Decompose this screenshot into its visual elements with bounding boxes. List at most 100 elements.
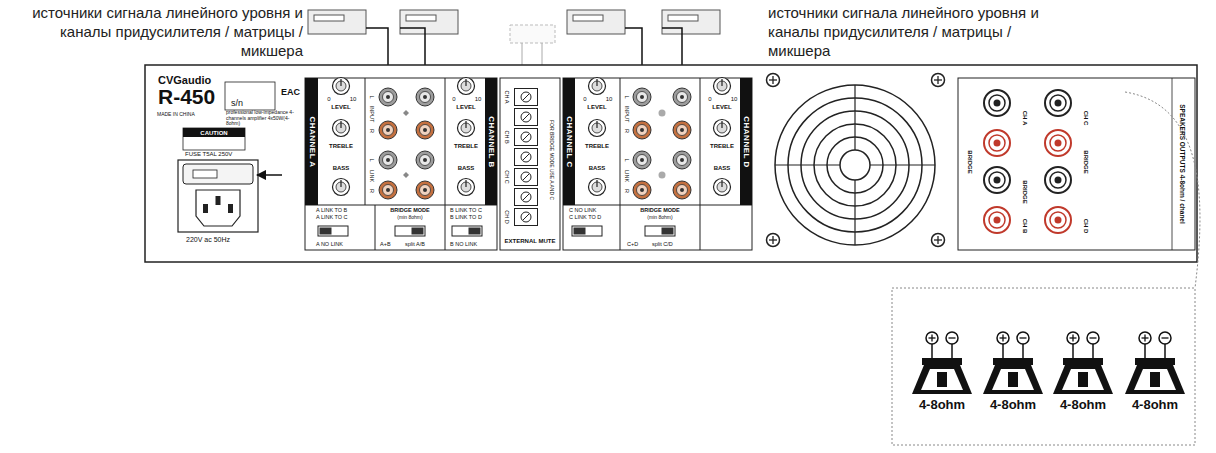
terminal-label: CH C [503, 170, 509, 183]
speaker-symbol [1123, 328, 1187, 398]
bass-knob [333, 179, 350, 196]
speaker-cone-inner [992, 369, 1034, 390]
screw [932, 74, 945, 87]
origin-label: MADE IN CHINA [157, 112, 195, 117]
slide-switch [572, 226, 602, 236]
serial-label: s/n [231, 99, 243, 108]
switch-slider [662, 228, 674, 235]
terminal-minus [1087, 332, 1099, 344]
speaker-dust-cap [937, 372, 947, 387]
rca-jack [379, 121, 397, 139]
switch-label: A NO LINK [316, 242, 343, 248]
speaker-wire [1144, 344, 1146, 358]
speaker: 4-8ohm [1123, 328, 1187, 416]
speaker-symbol [910, 328, 974, 398]
caution-label: CAUTION [200, 130, 227, 136]
rca-jack [416, 121, 434, 139]
panel-divider [563, 205, 752, 206]
level-knob [714, 78, 731, 95]
speaker: 4-8ohm [910, 328, 974, 416]
speaker-symbol [1051, 328, 1115, 398]
switch-label: C NO LINK [569, 208, 597, 214]
channel-panel [305, 78, 497, 250]
terminal-plus [926, 332, 938, 344]
source-note: источники сигнала линейного уровня и кан… [768, 4, 1068, 60]
treble-knob [333, 120, 350, 137]
output-label: CH B [1022, 219, 1028, 234]
jack-label: R [368, 189, 374, 193]
jack-label: INPUT [623, 106, 629, 123]
output-label: CH A [1022, 111, 1028, 125]
fan-hub [840, 150, 870, 180]
bridge-note: (min 8ohm) [397, 215, 422, 220]
speaker-cone [983, 365, 1043, 394]
panel-dot [403, 172, 409, 178]
mute-source [510, 25, 555, 43]
speaker-cone-inner [921, 369, 963, 390]
control-label: BASS [333, 165, 350, 171]
treble-knob [458, 120, 475, 137]
speaker-cone-inner [1062, 369, 1104, 390]
impedance-label: 4-8ohm [1051, 398, 1115, 411]
speaker-wire [1072, 344, 1074, 358]
source-slot [406, 15, 436, 21]
socket-pin [228, 204, 233, 213]
output-label: BRIDGE [1022, 180, 1028, 203]
slide-switch [395, 226, 425, 236]
treble-knob [714, 120, 731, 137]
impedance-label: 4-8ohm [1123, 398, 1187, 411]
terminal-plus [1139, 332, 1151, 344]
terminal-label: CH B [503, 130, 509, 143]
speaker-dust-cap [1150, 372, 1160, 387]
source-slot [314, 15, 344, 21]
rca-jack [673, 121, 691, 139]
rca-jack [633, 88, 651, 106]
channel-bar: CHANNEL C [563, 78, 575, 205]
control-label: BASS [714, 165, 731, 171]
screw [767, 234, 780, 247]
rca-jack [379, 151, 397, 169]
fan-spoke [870, 164, 935, 165]
binding-post [1045, 207, 1071, 233]
panel-divider [700, 78, 701, 250]
channel-title: CHANNEL C [565, 116, 573, 167]
switch-label: split C/D [652, 242, 673, 248]
signal-source [400, 10, 458, 34]
channel-bar: CHANNEL B [485, 78, 497, 205]
impedance-label: 4-8ohm [981, 398, 1045, 411]
speaker-wire [1164, 344, 1166, 358]
switch-slider [320, 228, 332, 235]
source-slot [668, 15, 698, 21]
bass-knob [458, 179, 475, 196]
scale-mark: 0 [708, 96, 711, 102]
slide-switch [452, 226, 482, 236]
channel-bar: CHANNEL A [305, 78, 318, 205]
rca-jack [633, 121, 651, 139]
plus-sign [1072, 335, 1073, 342]
bridge-note: (min 8ohm) [647, 215, 672, 220]
mute-terminal [515, 89, 538, 106]
fuse [193, 170, 217, 178]
control-label: LEVEL [456, 104, 475, 110]
plus-sign [1002, 335, 1003, 342]
rca-jack [416, 181, 434, 199]
jack-label: INPUT [368, 106, 374, 123]
switch-slider [469, 228, 481, 235]
panel-dot [659, 172, 666, 179]
panel-divider [365, 78, 366, 205]
control-label: TREBLE [454, 143, 478, 149]
switch-label: A LINK TO C [316, 215, 348, 221]
channel-title: CHANNEL D [742, 116, 750, 167]
minus-sign [1162, 337, 1169, 338]
control-label: TREBLE [710, 143, 734, 149]
terminal-plus [997, 332, 1009, 344]
bass-knob [589, 179, 606, 196]
rca-jack [673, 151, 691, 169]
fuse-label: FUSE T5AL 250V [185, 151, 232, 157]
level-knob [458, 78, 475, 95]
control-label: LEVEL [712, 104, 731, 110]
screw [932, 234, 945, 247]
level-knob [333, 78, 350, 95]
caution-header [183, 128, 245, 137]
jack-label: R [623, 189, 629, 193]
